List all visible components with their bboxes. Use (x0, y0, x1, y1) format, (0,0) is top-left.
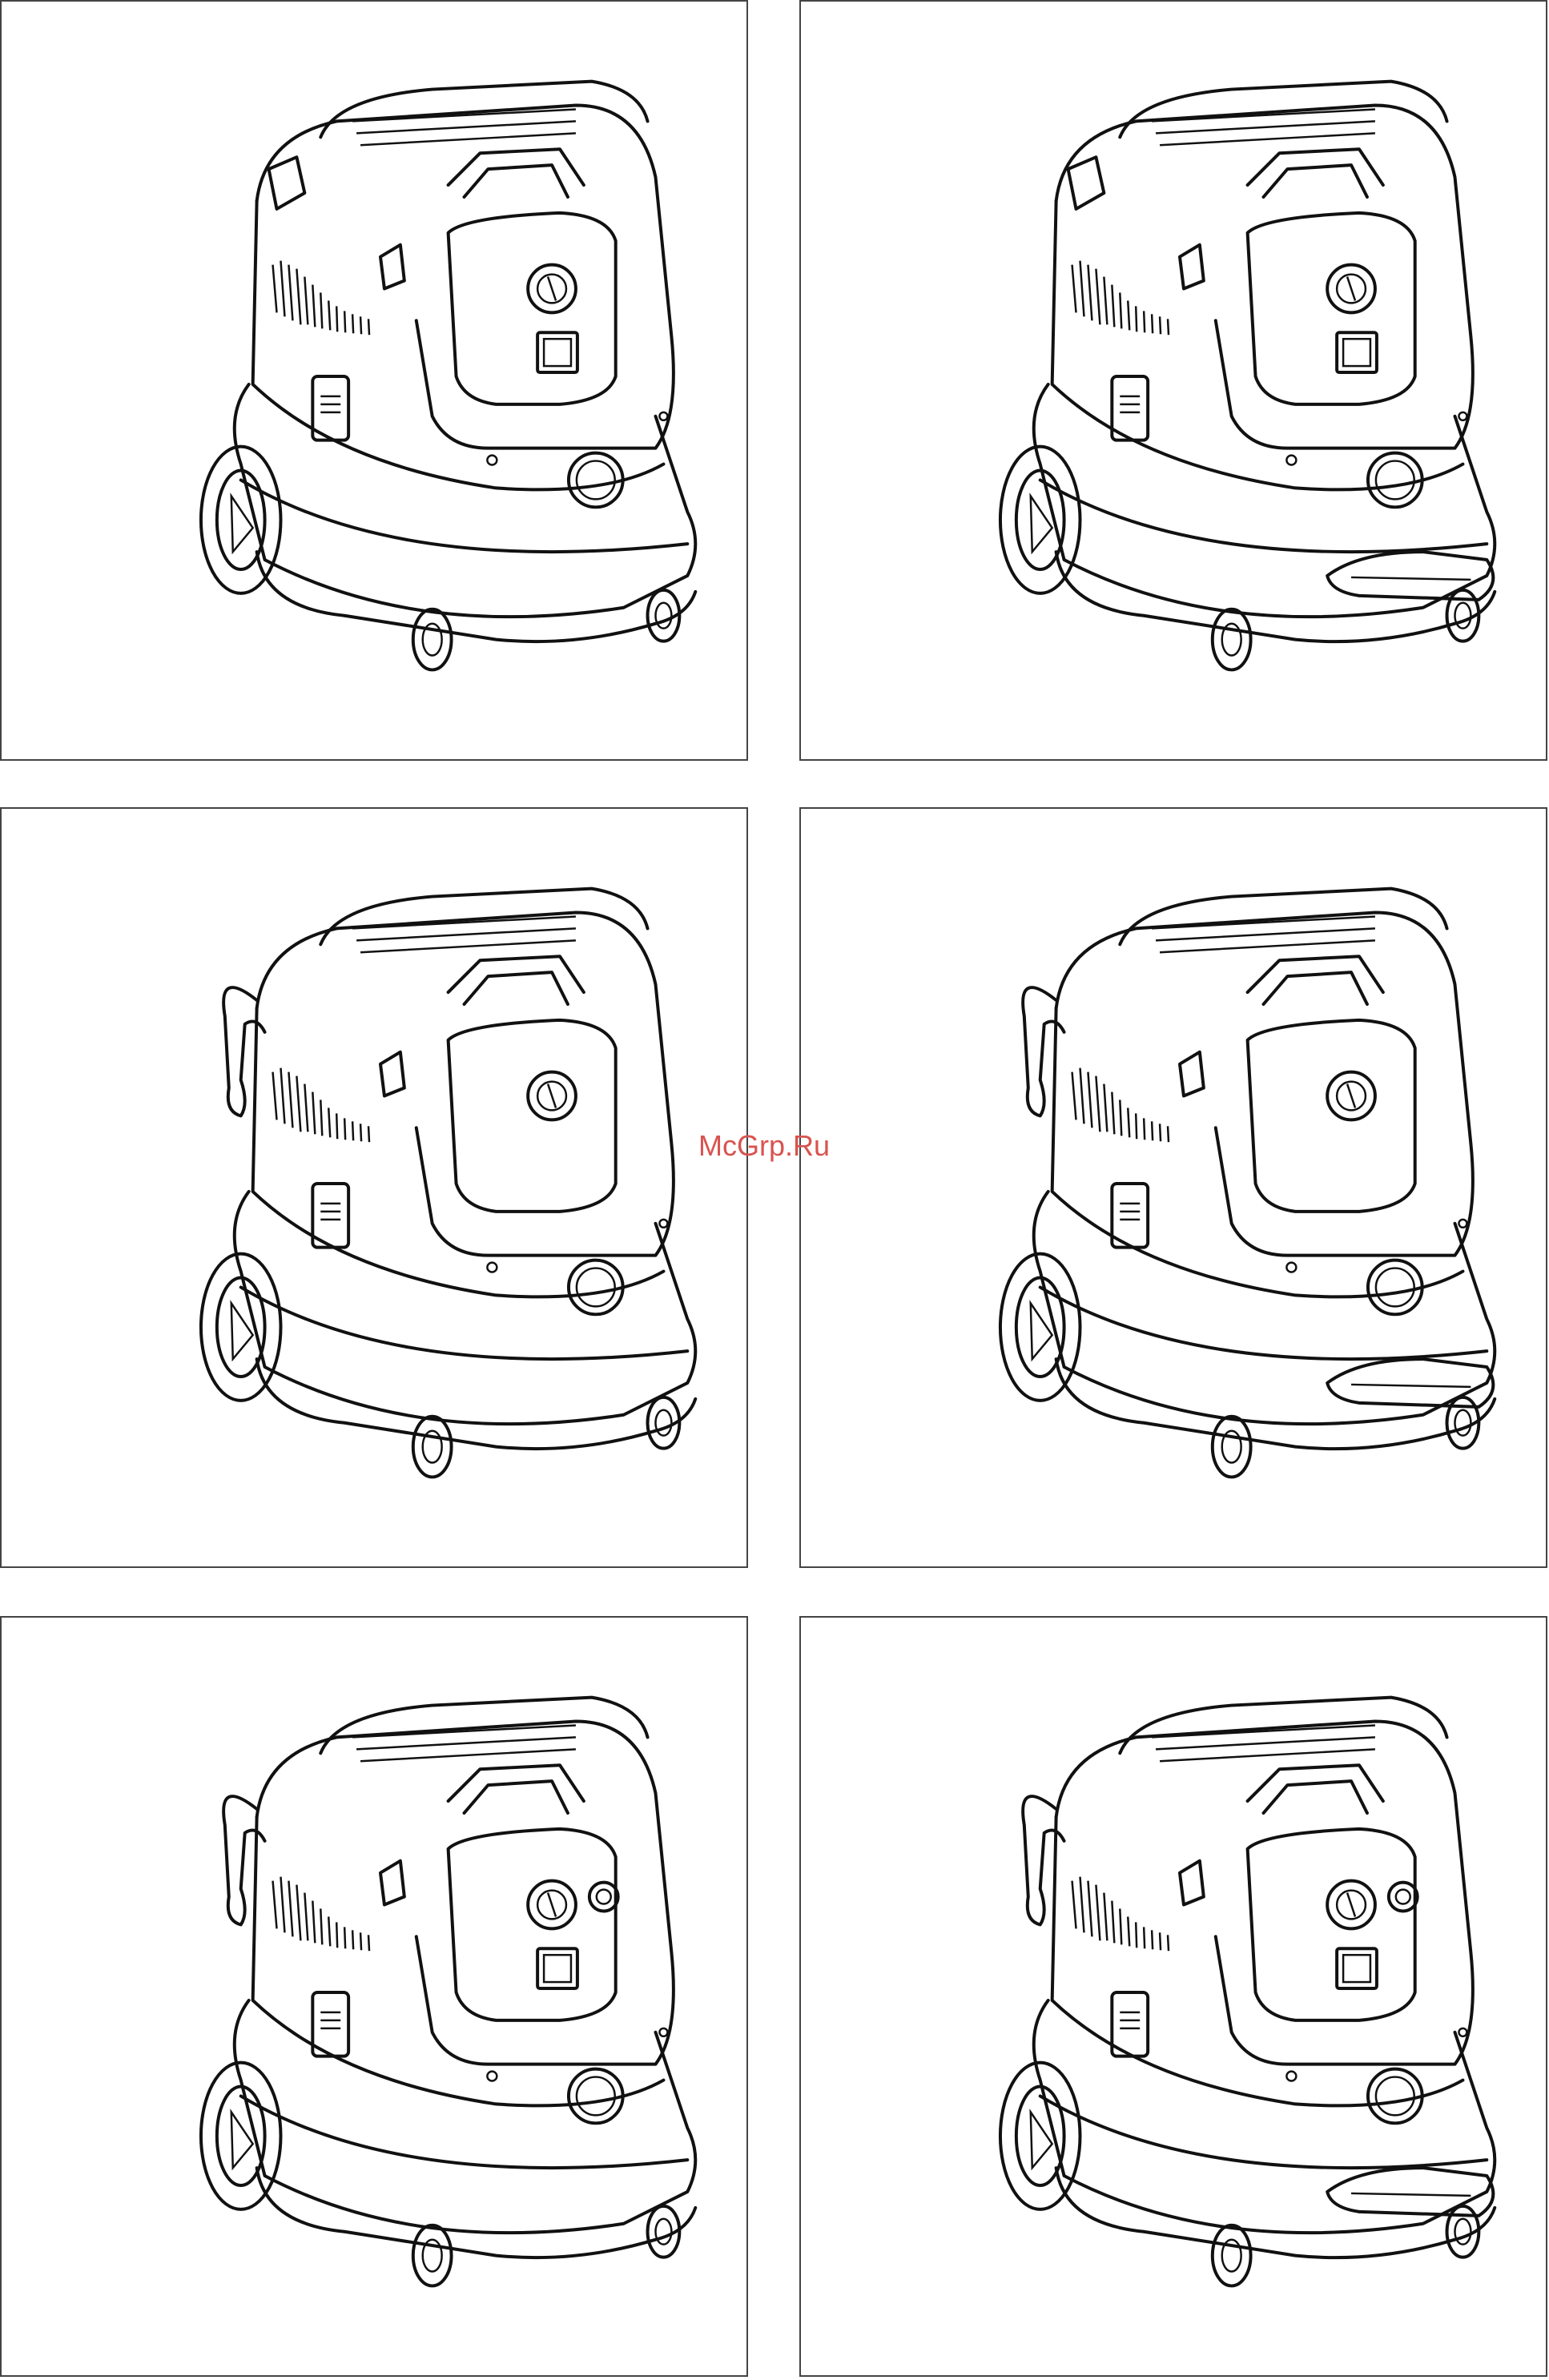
vacuum-illustration-1 (2, 2, 746, 759)
watermark-text: McGrp.Ru (698, 1129, 830, 1163)
panel-variant-3 (0, 807, 748, 1568)
panel-variant-2 (799, 0, 1547, 761)
vacuum-illustration-5 (2, 1618, 746, 2375)
vacuum-illustration-4 (801, 809, 1546, 1566)
panel-variant-4 (799, 807, 1547, 1568)
panel-variant-6 (799, 1616, 1547, 2377)
vacuum-illustration-6 (801, 1618, 1546, 2375)
vacuum-illustration-3 (2, 809, 746, 1566)
vacuum-illustration-2 (801, 2, 1546, 759)
panel-variant-1 (0, 0, 748, 761)
panel-variant-5 (0, 1616, 748, 2377)
